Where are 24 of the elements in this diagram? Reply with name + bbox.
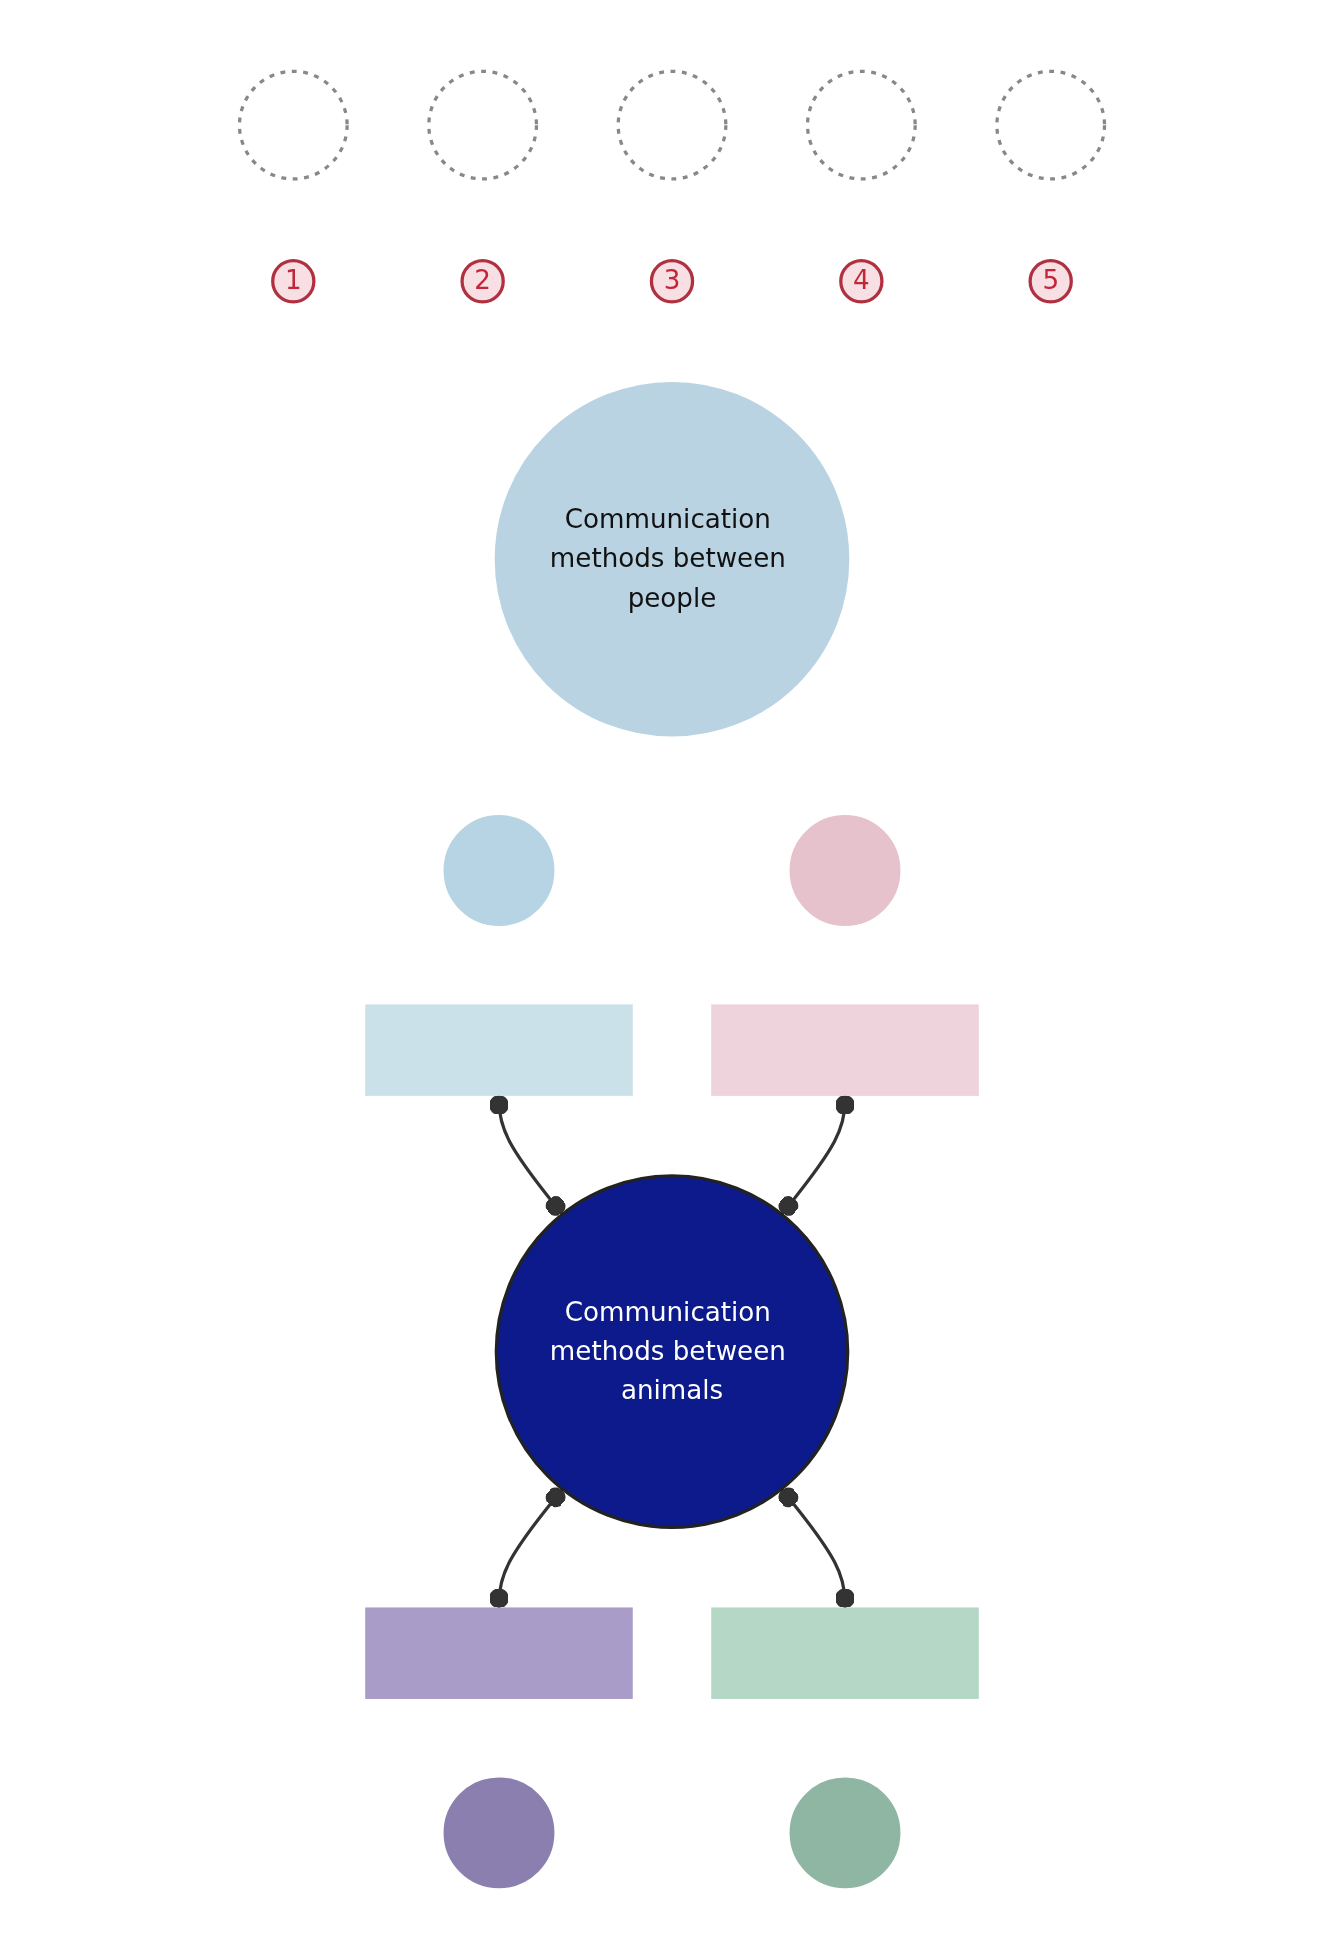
node-circle: Communication methods between animals: [494, 1174, 850, 1529]
node-circle: [237, 69, 349, 181]
node-circle: 4: [839, 259, 884, 304]
node-circle: 3: [649, 259, 695, 304]
node-circle: 1: [271, 259, 316, 304]
connector: [778, 1094, 855, 1216]
node-bar: [711, 1607, 979, 1699]
node-circle: [427, 69, 539, 181]
node-circle: Communication methods between people: [494, 381, 850, 737]
node-circle: [616, 69, 728, 181]
node-bar: [365, 1004, 633, 1096]
node-bar: [365, 1607, 633, 1699]
connector: [489, 1094, 566, 1216]
node-circle: 2: [460, 259, 505, 304]
node-bar: [711, 1004, 979, 1096]
connector: [489, 1487, 566, 1610]
node-circle: [789, 1777, 901, 1889]
connector: [778, 1487, 855, 1610]
node-circle: [443, 815, 555, 926]
node-circle: [995, 69, 1107, 181]
node-circle: [443, 1777, 555, 1889]
node-circle: 5: [1028, 259, 1073, 304]
node-circle: [789, 815, 901, 926]
node-circle: [805, 69, 917, 181]
